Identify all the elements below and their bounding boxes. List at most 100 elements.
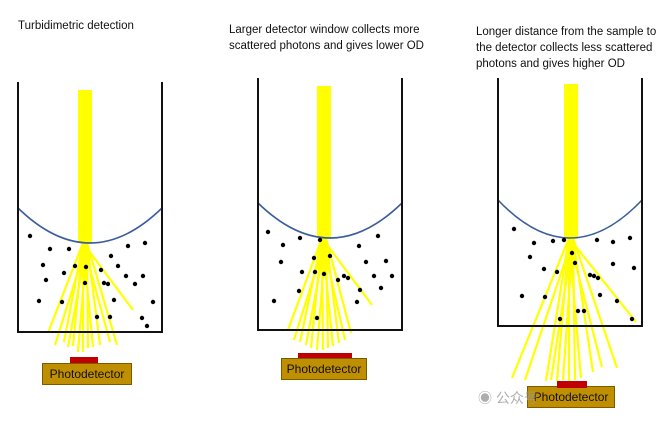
panel-1-scattered-ray: [62, 242, 85, 343]
panel-2-particle: [383, 258, 389, 264]
panel-2-particle: [321, 271, 327, 277]
panel-3-particle: [614, 298, 620, 304]
panel-1-particle: [132, 281, 138, 287]
panel-2-particle: [335, 277, 341, 283]
panel-3-particle: [581, 308, 587, 314]
panel-1-particle: [94, 314, 100, 320]
panel-3-particle: [527, 254, 533, 260]
panel-3-particle: [591, 273, 597, 279]
panel-1-particle: [139, 315, 145, 321]
panel-1-photodetector: Photodetector: [42, 363, 132, 385]
panel-1-particle: [125, 243, 131, 249]
panel-3-particle: [597, 292, 603, 298]
panel-1-light-beam: [78, 90, 92, 243]
panel-2-meniscus: [257, 202, 403, 239]
panel-2-particle: [327, 253, 333, 259]
panel-3-scattered-ray: [571, 237, 619, 369]
panel-1-scattered-ray: [81, 242, 95, 348]
panel-2-particle: [357, 287, 363, 293]
panel-2-scattered-ray: [286, 237, 324, 331]
panel-2-photodetector: Photodetector: [281, 358, 367, 380]
panel-1-scattered-ray: [46, 242, 85, 334]
panel-2-scattered-ray: [320, 237, 335, 347]
panel-1-particle: [36, 298, 42, 304]
panel-2-scattered-ray: [321, 237, 373, 306]
panel-3-particle: [572, 260, 578, 266]
panel-1-particle: [27, 233, 33, 239]
panel-3-particle: [561, 237, 567, 243]
panel-3-particle: [569, 250, 575, 256]
panel-1-cuvette: [17, 82, 163, 333]
panel-2-particle: [363, 259, 369, 265]
panel-1-particle: [61, 270, 67, 276]
panel-3-particle: [629, 316, 635, 322]
panel-1-meniscus: [17, 207, 163, 244]
panel-1-scattered-ray: [71, 242, 85, 347]
panel-3-particle: [519, 293, 525, 299]
panel-1-particle: [98, 267, 104, 273]
panel-3-particle: [610, 239, 616, 245]
panel-2-particle: [296, 288, 302, 294]
panel-3-scattered-ray: [555, 237, 571, 382]
panel-3-particle: [554, 269, 560, 275]
panel-2-particle: [354, 299, 360, 305]
panel-3-particle: [511, 226, 517, 232]
panel-1-particle: [82, 280, 88, 286]
panel-2-particle: [311, 255, 317, 261]
panel-2-particle: [314, 315, 320, 321]
panel-1-particle: [144, 323, 150, 329]
panel-2-scattered-ray: [320, 237, 347, 341]
panel-1-scattered-ray: [85, 242, 119, 346]
panel-3-particle: [531, 240, 537, 246]
panel-2-scattered-ray: [298, 237, 324, 343]
panel-3-cuvette: [497, 78, 643, 327]
panel-2-particle: [378, 285, 384, 291]
panel-1-caption: Turbidimetric detection: [18, 20, 134, 32]
panel-2-particle: [312, 269, 318, 275]
panel-3-scattered-ray: [544, 237, 571, 382]
panel-3-scattered-ray: [571, 237, 595, 373]
panel-3-particle: [610, 261, 616, 267]
panel-3-particle: [631, 265, 637, 271]
panel-1-particle: [115, 263, 121, 269]
panel-1-particle: [43, 277, 49, 283]
panel-3-particle: [542, 294, 548, 300]
panel-1-particle: [111, 297, 117, 303]
panel-2-cuvette: [257, 78, 403, 331]
panel-3-caption: Longer distance from the sample to the d…: [476, 26, 657, 70]
panel-2-caption: Larger detector window collects more sca…: [229, 24, 424, 52]
panel-2-particle: [297, 235, 303, 241]
panel-2-particle: [375, 233, 381, 239]
panel-3-particle: [595, 275, 601, 281]
panel-1-particle: [66, 246, 72, 252]
panel-2-detector-window: [298, 353, 352, 360]
panel-1-scattered-ray: [85, 242, 102, 346]
panel-1-particle: [108, 253, 114, 259]
panel-3-meniscus: [497, 199, 643, 239]
panel-2-particle: [299, 269, 305, 275]
panel-3-photodetector: Photodetector: [527, 386, 615, 408]
panel-3-scattered-ray: [510, 237, 571, 379]
panel-2-particle: [356, 243, 362, 249]
panel-3-particle: [627, 235, 633, 241]
panel-1-particle: [107, 314, 113, 320]
panel-1-particle: [72, 263, 78, 269]
panel-3-scattered-ray: [567, 237, 583, 379]
panel-3-particle: [575, 308, 581, 314]
panel-1-detector-window: [70, 357, 98, 364]
panel-2-particle: [317, 237, 323, 243]
panel-2-particle: [341, 273, 347, 279]
panel-3-scattered-ray: [568, 237, 637, 323]
panel-3-scattered-ray: [567, 237, 604, 368]
panel-1-particle: [59, 299, 65, 305]
watermark: ◉ 公众号: [478, 390, 538, 406]
panel-1-particle: [47, 246, 53, 252]
panel-2-particle: [345, 275, 351, 281]
panel-3-particle: [541, 266, 547, 272]
panel-1-particle: [101, 280, 107, 286]
panel-1-particle: [150, 299, 156, 305]
watermark-text: 公众号: [495, 390, 538, 406]
panel-2-light-beam: [317, 86, 331, 238]
panel-2-particle: [265, 229, 271, 235]
